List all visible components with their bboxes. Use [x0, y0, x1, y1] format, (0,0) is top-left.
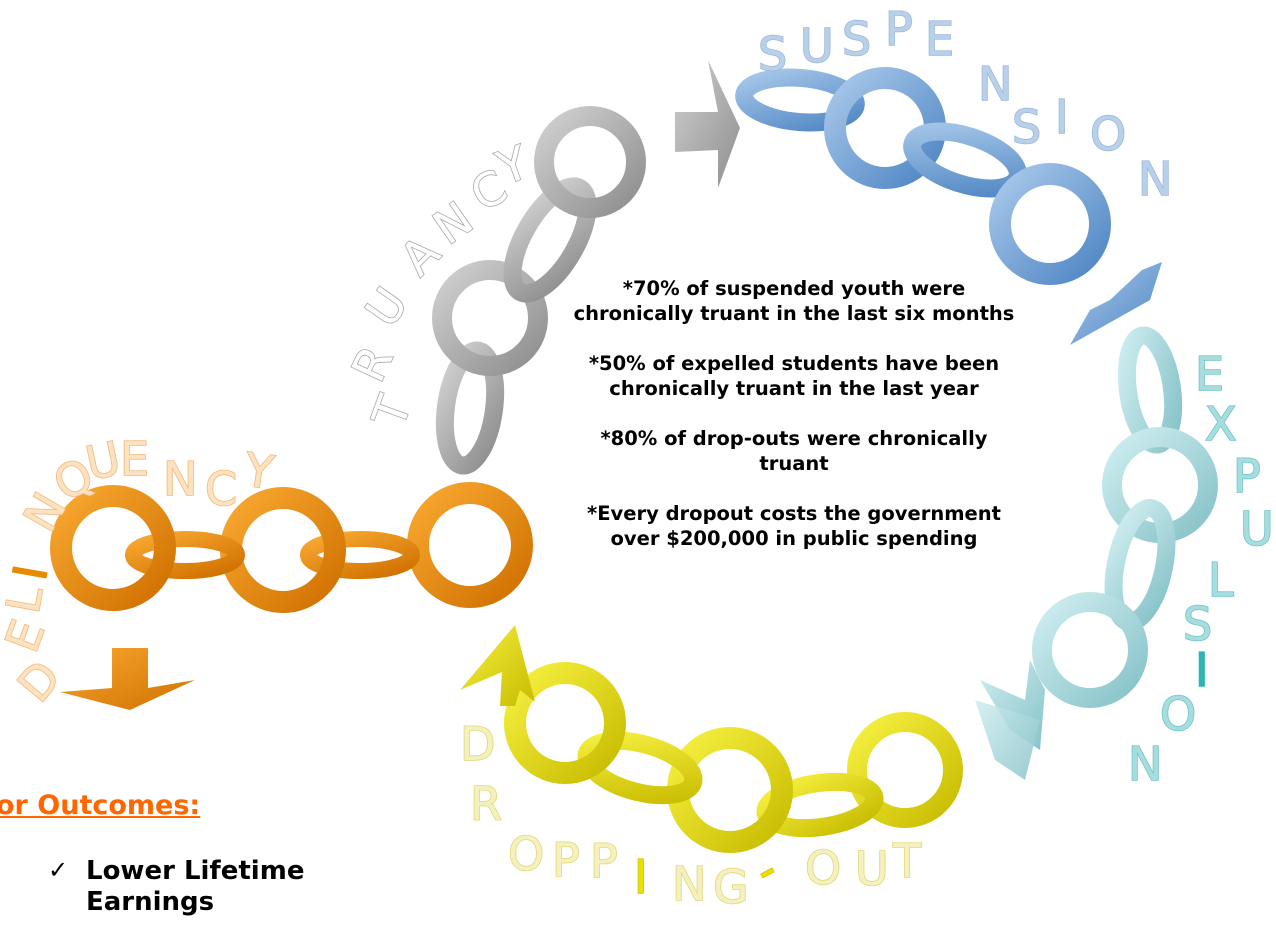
- truancy-letter: R: [341, 338, 403, 390]
- suspension-letter: S: [758, 27, 787, 81]
- chain-link-icon: [534, 106, 646, 218]
- delinquency-letter: D: [7, 650, 71, 712]
- chain-link-icon: [125, 531, 245, 579]
- delinquency-letter: E: [0, 613, 55, 659]
- chain-link-icon: [432, 260, 548, 376]
- suspension-word: S U S P E N S I O N: [757, 1, 1173, 207]
- chain-link-icon: [50, 485, 176, 611]
- dropping-out-letter: P: [590, 834, 618, 888]
- statistics-panel: *70% of suspended youth were chronically…: [572, 276, 1016, 576]
- chain-link-icon: [577, 731, 703, 805]
- outcome-item: Lower Lifetime Earnings: [86, 856, 305, 917]
- suspension-letter: N: [978, 57, 1012, 111]
- checkmark-icon: ✓: [48, 856, 69, 884]
- dropping-out-letter: O: [805, 841, 841, 895]
- dropping-out-letter: O: [508, 827, 544, 881]
- expulsion-letter: E: [1195, 347, 1224, 401]
- truancy-letter: U: [355, 278, 419, 337]
- stat-expelled: *50% of expelled students have been chro…: [588, 352, 1000, 400]
- delinquency-letter: I: [3, 561, 59, 584]
- suspension-letter: E: [925, 12, 954, 66]
- expulsion-letter: X: [1205, 397, 1237, 451]
- expulsion-letter: N: [1128, 737, 1162, 791]
- arrow-icon: [675, 60, 740, 188]
- expulsion-letter: S: [1183, 597, 1212, 651]
- dropping-out-letter: T: [892, 834, 922, 888]
- dropping-out-letter: R: [470, 777, 502, 831]
- expulsion-letter: I: [1195, 643, 1209, 697]
- truancy-letter: T: [361, 388, 422, 435]
- expulsion-letter: U: [1240, 502, 1274, 556]
- dropping-out-letter: U: [855, 842, 889, 896]
- arrow-icon: [460, 625, 535, 706]
- chain-link-icon: [435, 341, 505, 475]
- suspension-letter: N: [1138, 152, 1172, 206]
- suspension-letter: S: [1012, 100, 1041, 154]
- dropping-out-letter: -: [746, 842, 786, 897]
- dropping-out-chain: [460, 625, 963, 853]
- chain-link-icon: [735, 68, 865, 132]
- expulsion-letter: P: [1233, 449, 1261, 503]
- expulsion-word: E X P U L S I O N: [1127, 346, 1274, 792]
- suspension-letter: U: [800, 19, 834, 73]
- suspension-letter: O: [1090, 107, 1126, 161]
- chain-link-icon: [300, 531, 420, 579]
- delinquency-letter: N: [163, 452, 197, 506]
- suspension-chain: [735, 67, 1162, 345]
- truancy-letter: N: [423, 191, 482, 255]
- dropping-out-letter: D: [460, 717, 495, 771]
- chain-link-icon: [503, 177, 597, 303]
- chain-link-icon: [847, 712, 963, 828]
- dropping-out-letter: I: [634, 850, 648, 904]
- truancy-chain: [432, 60, 740, 475]
- arrow-icon: [1070, 262, 1162, 345]
- delinquency-letter: C: [205, 462, 237, 516]
- dropping-out-word: D R O P P I N G - O U T: [459, 716, 923, 915]
- arrow-icon: [60, 648, 195, 710]
- chain-link-icon: [407, 482, 533, 608]
- arrow-icon: [975, 660, 1045, 780]
- stat-dropout-cost: *Every dropout costs the government over…: [587, 502, 1001, 550]
- delinquency-letter: E: [120, 432, 149, 486]
- suspension-letter: S: [842, 12, 871, 66]
- stat-dropouts: *80% of drop-outs were chronically truan…: [600, 427, 988, 475]
- dropping-out-letter: N: [672, 857, 706, 911]
- dropping-out-letter: G: [713, 860, 749, 914]
- stat-suspended: *70% of suspended youth were chronically…: [573, 277, 1015, 325]
- expulsion-letter: L: [1208, 553, 1234, 607]
- delinquency-chain: [50, 482, 533, 710]
- suspension-letter: I: [1055, 90, 1069, 144]
- expulsion-chain: [975, 326, 1218, 780]
- outcomes-title: or Outcomes:: [0, 790, 201, 821]
- suspension-letter: P: [885, 2, 913, 56]
- chain-link-icon: [1032, 592, 1148, 708]
- dropping-out-letter: P: [552, 833, 580, 887]
- delinquency-letter: L: [0, 582, 53, 617]
- expulsion-letter: O: [1160, 687, 1196, 741]
- chain-link-icon: [504, 662, 626, 784]
- chain-link-icon: [989, 163, 1111, 285]
